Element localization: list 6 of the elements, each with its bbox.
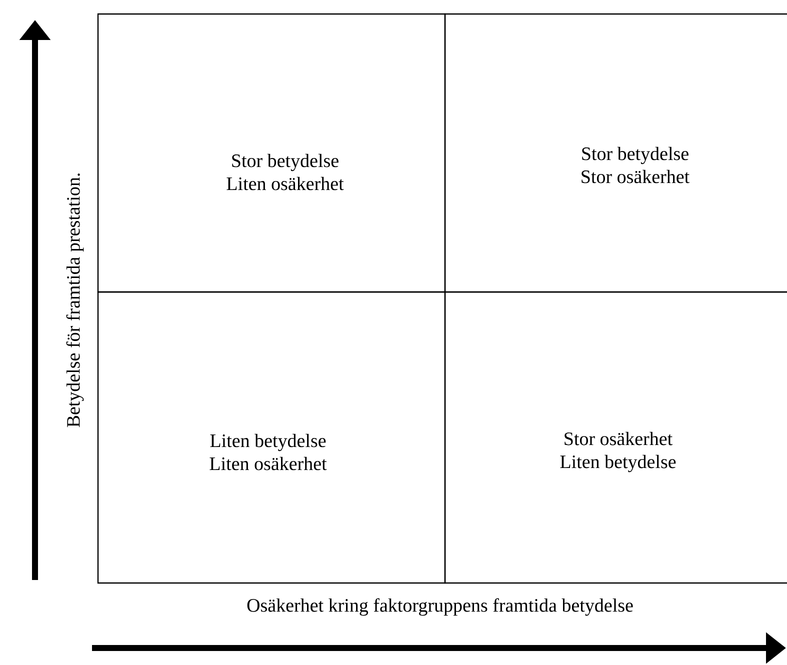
axis-label: Betydelse för framtida prestation. bbox=[66, 174, 84, 428]
quadrant-cell: Liten betydelse Liten osäkerhet bbox=[97, 291, 446, 584]
axis-label: Osäkerhet kring faktorgruppens framtida betydelse bbox=[247, 598, 633, 616]
quadrant-cell: Stor betydelse Stor osäkerhet bbox=[444, 13, 787, 293]
quadrant-cell: Stor betydelse Liten osäkerhet bbox=[97, 13, 446, 293]
quadrant-cell: Stor osäkerhet Liten betydelse bbox=[444, 291, 787, 584]
